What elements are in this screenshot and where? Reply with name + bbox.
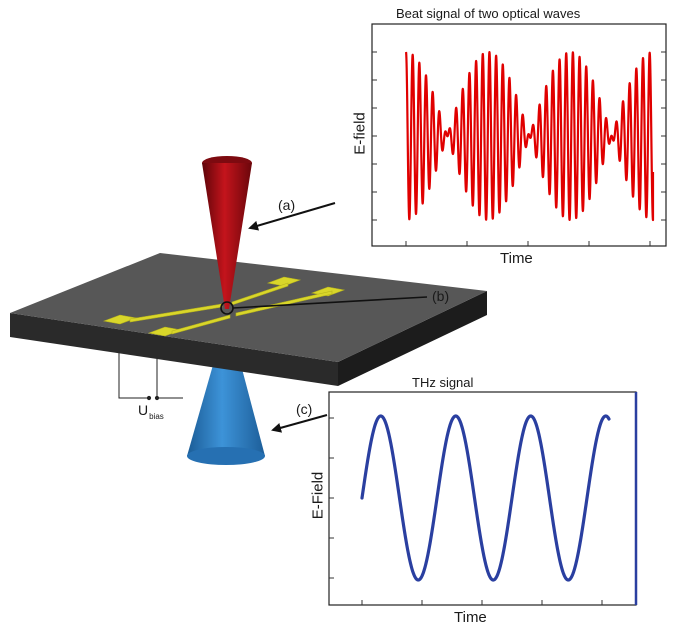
beat-signal-curve [404,50,655,222]
substrate-side-face [338,291,487,386]
substrate [10,253,487,386]
bottom-plot-frame [328,391,637,606]
bottom-plot [328,391,638,606]
top-plot-title: Beat signal of two optical waves [396,6,581,21]
laser-beam-cone [202,156,252,309]
top-plot-ticks [372,51,666,246]
electrodes [102,276,346,337]
bottom-plot-title: THz signal [412,375,474,390]
callout-label-c: (c) [296,401,313,417]
thz-beam-cone [187,365,265,465]
electrode-line-right-bottom [235,290,333,317]
bias-voltage-symbol: U [138,402,149,418]
bias-wire-left [118,335,149,399]
bottom-plot-xlabel: Time [454,609,487,626]
electrode-line-left-top [129,303,223,323]
top-plot-xlabel: Time [500,250,533,267]
thz-signal-curve [360,414,611,582]
bottom-plot-ticks [329,417,603,605]
callout-label-a: (a) [278,197,296,213]
callout-arrow-a [248,202,336,231]
bottom-plot-ylabel: E-Field [309,471,327,520]
callout-label-b: (b) [432,288,450,304]
top-plot [371,23,667,247]
callout-arrow-c [271,414,328,433]
bias-voltage-subscript: bias [149,412,164,421]
callout-line-b [232,296,428,309]
electrode-line-left-bottom [171,314,231,335]
electrode-pad-right-top [266,276,302,287]
substrate-front-face [10,313,338,386]
bias-circuit [118,335,183,401]
top-plot-ylabel: E-field [351,112,369,155]
bias-voltage-label: Ubias [138,402,164,421]
